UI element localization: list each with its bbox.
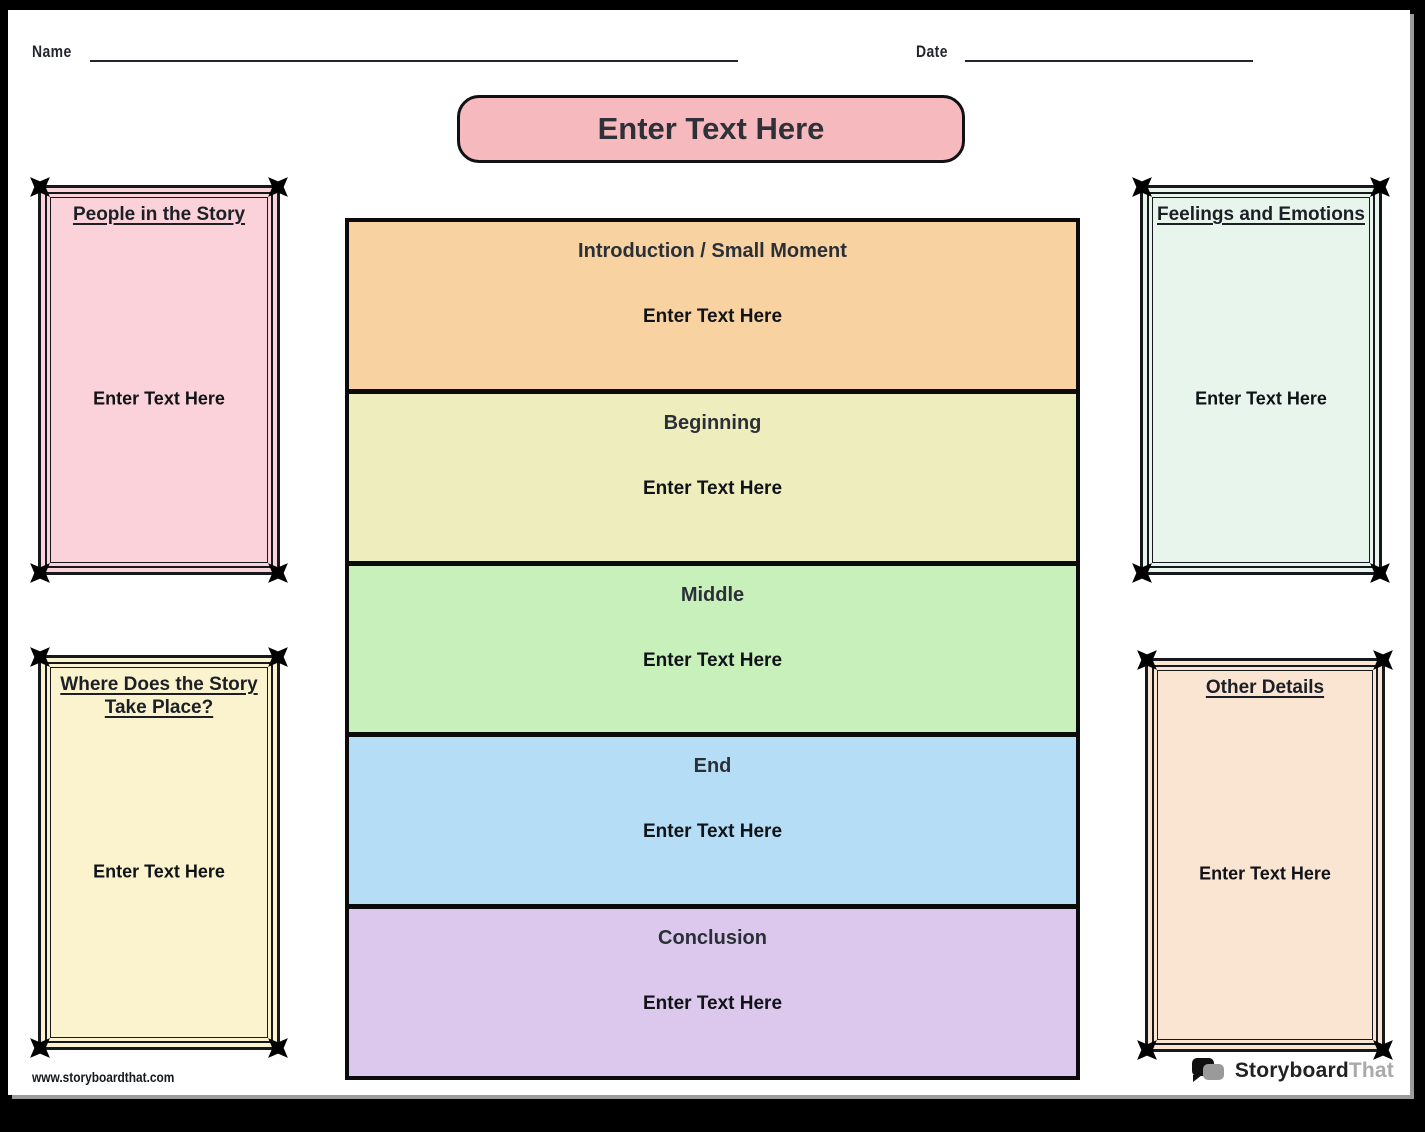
row-text-beginning[interactable]: Enter Text Here bbox=[642, 477, 783, 499]
where-story-takes-place-title[interactable]: Where Does the Story Take Place? bbox=[60, 674, 258, 718]
row-title-introduction[interactable]: Introduction / Small Moment bbox=[578, 240, 847, 262]
people-in-story-box: People in the Story Enter Text Here bbox=[20, 167, 298, 593]
corner-star-icon bbox=[20, 553, 60, 593]
corner-star-icon bbox=[1127, 1030, 1167, 1070]
people-in-story-title[interactable]: People in the Story bbox=[72, 204, 246, 225]
corner-star-icon bbox=[1363, 640, 1403, 680]
name-field-row: Name bbox=[32, 42, 739, 62]
corner-star-icon bbox=[20, 637, 60, 677]
date-field-row: Date bbox=[916, 42, 1253, 62]
title-banner[interactable]: Enter Text Here bbox=[457, 95, 965, 163]
feelings-emotions-box: Feelings and Emotions Enter Text Here bbox=[1122, 167, 1400, 593]
table-row-middle: Middle Enter Text Here bbox=[349, 565, 1076, 733]
corner-star-icon bbox=[20, 167, 60, 207]
table-row-beginning: Beginning Enter Text Here bbox=[349, 393, 1076, 561]
table-row-end: End Enter Text Here bbox=[349, 737, 1076, 905]
corner-star-icon bbox=[1360, 553, 1400, 593]
row-text-end[interactable]: Enter Text Here bbox=[642, 821, 783, 843]
other-details-text[interactable]: Enter Text Here bbox=[1199, 863, 1331, 884]
row-title-conclusion[interactable]: Conclusion bbox=[658, 927, 767, 950]
story-structure-table: Introduction / Small Moment Enter Text H… bbox=[345, 218, 1080, 1080]
row-title-end[interactable]: End bbox=[693, 755, 732, 778]
speech-bubbles-icon bbox=[1191, 1057, 1226, 1085]
corner-star-icon bbox=[258, 553, 298, 593]
feelings-emotions-title[interactable]: Feelings and Emotions bbox=[1157, 204, 1365, 225]
people-in-story-text[interactable]: Enter Text Here bbox=[93, 388, 225, 409]
corner-star-icon bbox=[1122, 167, 1162, 207]
worksheet-page: Name Date Enter Text Here Introduction /… bbox=[8, 10, 1410, 1095]
logo-wordmark: StoryboardThat bbox=[1234, 1059, 1394, 1082]
website-url: www.storyboardthat.com bbox=[32, 1069, 175, 1085]
corner-star-icon bbox=[1127, 640, 1167, 680]
name-label: Name bbox=[32, 42, 72, 61]
date-label: Date bbox=[916, 42, 948, 61]
corner-star-icon bbox=[1122, 553, 1162, 593]
corner-star-icon bbox=[1360, 167, 1400, 207]
feelings-emotions-text[interactable]: Enter Text Here bbox=[1195, 388, 1327, 409]
name-input-line[interactable] bbox=[90, 42, 739, 62]
corner-star-icon bbox=[258, 637, 298, 677]
row-title-beginning[interactable]: Beginning bbox=[663, 411, 762, 434]
corner-star-icon bbox=[20, 1028, 60, 1068]
date-input-line[interactable] bbox=[964, 42, 1253, 62]
row-text-middle[interactable]: Enter Text Here bbox=[642, 649, 783, 671]
where-story-takes-place-text[interactable]: Enter Text Here bbox=[93, 861, 225, 882]
other-details-title[interactable]: Other Details bbox=[1205, 677, 1325, 698]
table-row-introduction: Introduction / Small Moment Enter Text H… bbox=[349, 222, 1076, 389]
row-title-middle[interactable]: Middle bbox=[680, 583, 745, 606]
other-details-box: Other Details Enter Text Here bbox=[1127, 640, 1403, 1070]
corner-star-icon bbox=[258, 1028, 298, 1068]
row-text-introduction[interactable]: Enter Text Here bbox=[642, 306, 783, 328]
storyboardthat-logo: StoryboardThat bbox=[1191, 1057, 1394, 1085]
corner-star-icon bbox=[258, 167, 298, 207]
where-story-takes-place-box: Where Does the Story Take Place? Enter T… bbox=[20, 637, 298, 1068]
row-text-conclusion[interactable]: Enter Text Here bbox=[642, 993, 783, 1015]
table-row-conclusion: Conclusion Enter Text Here bbox=[349, 909, 1076, 1076]
corner-star-icon bbox=[1363, 1030, 1403, 1070]
